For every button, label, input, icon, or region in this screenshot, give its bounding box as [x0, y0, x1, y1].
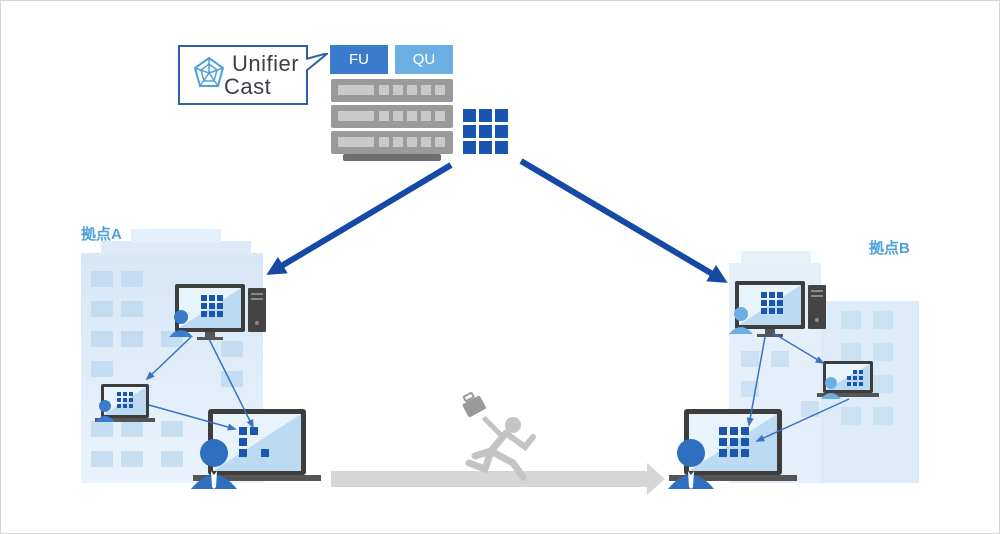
- app-tile: [117, 398, 121, 402]
- app-tile: [777, 292, 783, 298]
- user-icon: [169, 310, 193, 337]
- deploy-arrow-b: [519, 158, 728, 283]
- app-tile: [769, 308, 775, 314]
- site-b-connectors: [746, 332, 850, 442]
- app-tile: [129, 392, 133, 396]
- app-tile: [123, 392, 127, 396]
- app-tile: [217, 295, 223, 301]
- running-person-icon: [462, 391, 536, 481]
- deploy-arrow-a: [266, 162, 453, 275]
- app-tile: [209, 303, 215, 309]
- app-tile: [463, 141, 476, 154]
- server-rack: [331, 79, 453, 161]
- laptop-a-app-icon: [239, 427, 269, 457]
- app-tile: [479, 141, 492, 154]
- app-tile: [730, 427, 738, 435]
- module-tag-qu: QU: [395, 45, 453, 74]
- app-tile: [117, 392, 121, 396]
- app-tile: [853, 382, 857, 386]
- app-tile: [209, 295, 215, 301]
- logo-text-line1: Unifier: [232, 51, 300, 76]
- user-icon: [668, 439, 714, 489]
- app-tile: [859, 382, 863, 386]
- user-icon: [729, 307, 753, 334]
- site-a-label: 拠点A: [81, 226, 122, 243]
- app-tile: [859, 370, 863, 374]
- app-tile: [201, 311, 207, 317]
- user-icon: [191, 439, 237, 489]
- app-tile: [129, 398, 133, 402]
- app-tile: [479, 125, 492, 138]
- user-icon: [821, 377, 841, 399]
- app-tile: [853, 376, 857, 380]
- app-tile: [250, 427, 258, 435]
- app-tile: [730, 438, 738, 446]
- app-tile: [217, 311, 223, 317]
- app-tile: [719, 438, 727, 446]
- app-tile: [239, 427, 247, 435]
- module-tag-fu: FU: [330, 45, 388, 74]
- app-tile: [201, 295, 207, 301]
- app-tile: [201, 303, 207, 309]
- logo-text-line2: Cast: [224, 74, 272, 99]
- app-tile: [769, 292, 775, 298]
- app-tile: [239, 449, 247, 457]
- notebook-a-app-icon: [117, 392, 133, 408]
- desktop-a-app-icon: [201, 295, 223, 317]
- app-tile: [853, 370, 857, 374]
- app-tile: [123, 398, 127, 402]
- callout-tail: [306, 53, 328, 72]
- laptop-b-app-icon: [719, 427, 749, 457]
- app-tile: [239, 438, 247, 446]
- app-tile: [719, 449, 727, 457]
- app-tile: [209, 311, 215, 317]
- app-tile: [261, 449, 269, 457]
- notebook-b-app-icon: [847, 370, 863, 386]
- unifier-cast-logo-icon: [193, 56, 225, 87]
- app-tile: [719, 427, 727, 435]
- app-tile: [495, 109, 508, 122]
- app-tile: [847, 382, 851, 386]
- app-tile: [847, 376, 851, 380]
- app-tile: [777, 300, 783, 306]
- app-tile: [129, 404, 133, 408]
- relocation-arrow: [331, 463, 665, 495]
- app-tile: [741, 449, 749, 457]
- app-tile: [463, 125, 476, 138]
- site-b-label: 拠点B: [869, 240, 910, 257]
- app-tile: [741, 427, 749, 435]
- app-tile: [777, 308, 783, 314]
- app-tile: [761, 308, 767, 314]
- app-tile: [495, 141, 508, 154]
- app-tile: [761, 292, 767, 298]
- app-tile: [741, 438, 749, 446]
- app-tile: [479, 109, 492, 122]
- product-callout: Unifier Cast: [178, 45, 308, 105]
- server-app-grid-icon: [463, 109, 508, 154]
- desktop-b-app-icon: [761, 292, 783, 314]
- user-icon: [95, 400, 115, 422]
- app-tile: [123, 404, 127, 408]
- app-tile: [463, 109, 476, 122]
- app-tile: [761, 300, 767, 306]
- site-a-connectors: [145, 336, 254, 431]
- app-tile: [117, 404, 121, 408]
- app-tile: [217, 303, 223, 309]
- app-tile: [495, 125, 508, 138]
- app-tile: [730, 449, 738, 457]
- app-tile: [769, 300, 775, 306]
- app-tile: [859, 376, 863, 380]
